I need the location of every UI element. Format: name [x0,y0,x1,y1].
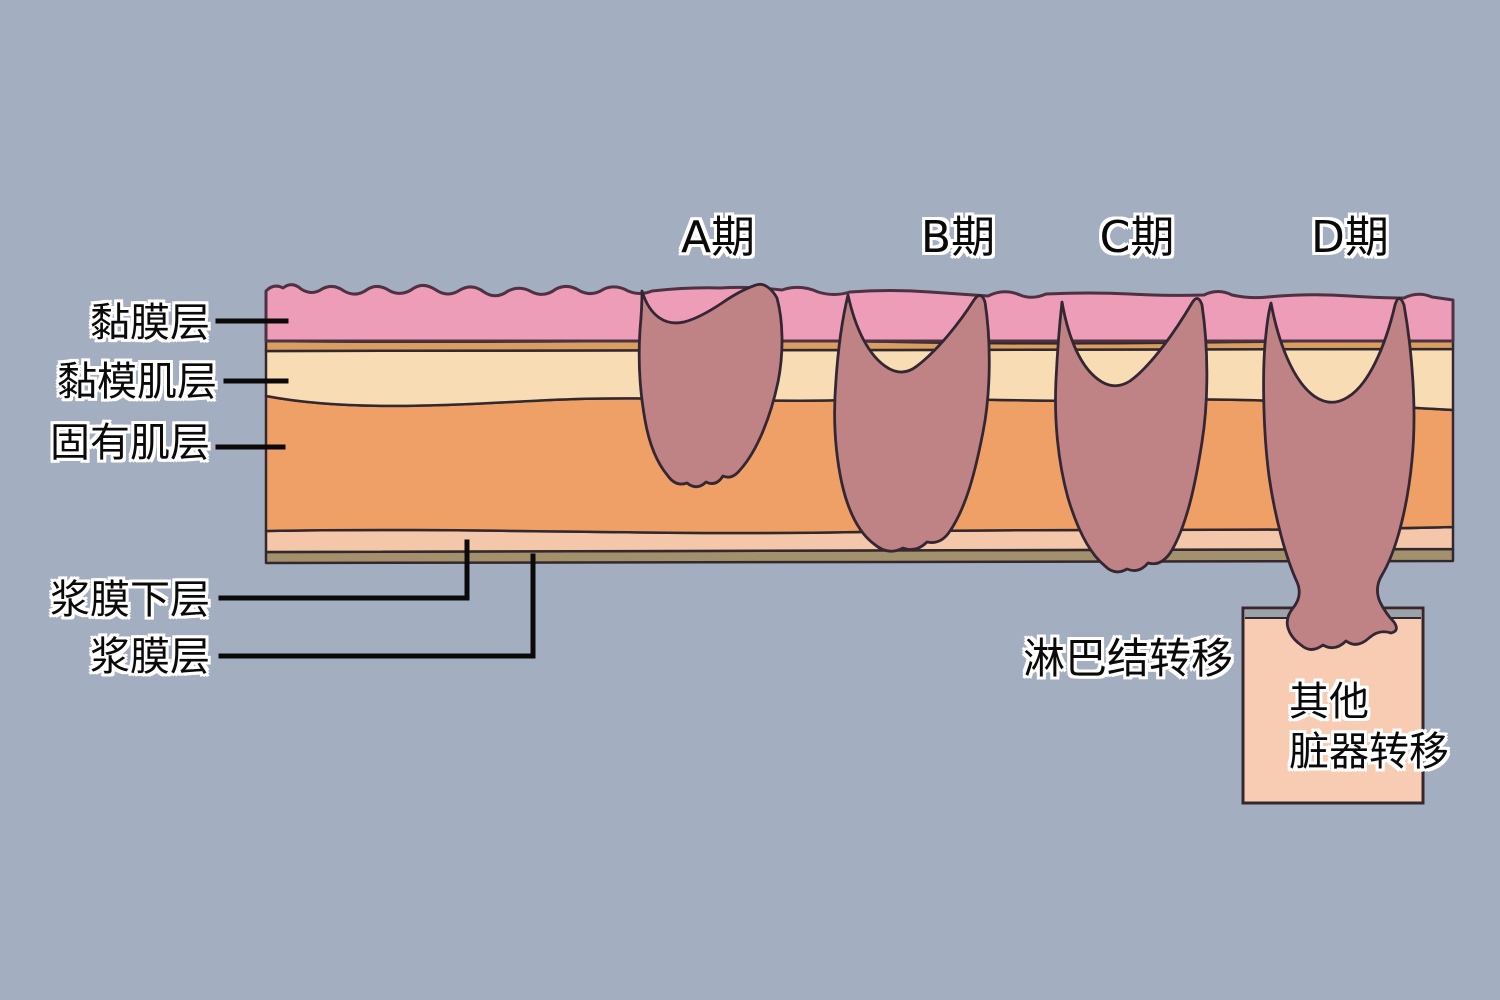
label-lymph-node-metastasis: 淋巴结转移 [1022,634,1233,683]
label-stage-a: A期 [680,212,756,263]
label-stage-d: D期 [1311,212,1389,263]
leader-lines [215,318,536,659]
tumor-stage-b [833,293,991,553]
label-stage-c: C期 [1099,212,1175,263]
label-stage-b: B期 [920,212,996,263]
label-mucosa: 黏膜层 [90,300,210,346]
leader-subserosa [218,539,470,601]
label-subserosa: 浆膜下层 [50,577,210,623]
label-organ-metastasis-line2: 脏器转移 [1289,729,1449,775]
tumor-stage-a [637,282,784,489]
label-muscularis-propria: 固有肌层 [50,420,210,466]
leader-serosa [218,553,536,659]
tumors [637,282,1416,651]
label-muscularis-mucosae: 黏模肌层 [57,359,217,405]
label-serosa: 浆膜层 [90,634,210,680]
tumor-stage-c [1054,297,1209,574]
mucosa-layer-shape [264,283,1455,343]
tumor-stage-d [1262,297,1416,651]
label-organ-metastasis-line1: 其他 [1289,679,1369,725]
